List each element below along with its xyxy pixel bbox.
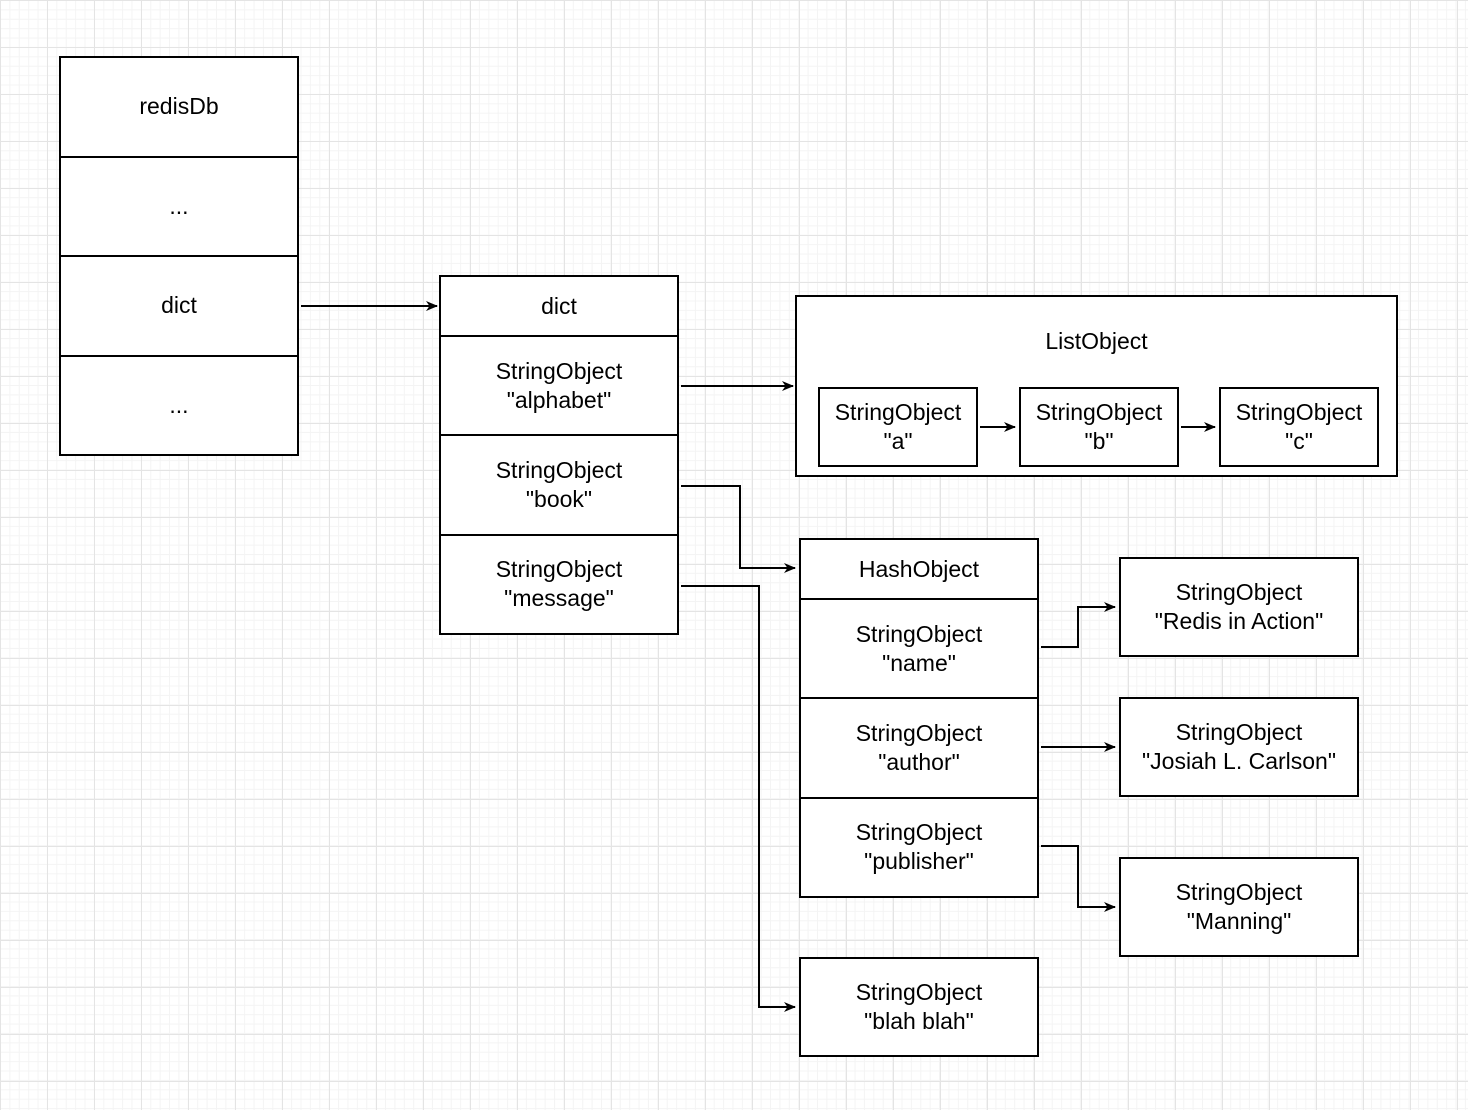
- hashobject-name-type-label: StringObject: [855, 620, 983, 647]
- node-hashobject[interactable]: HashObject StringObject "name" StringObj…: [799, 538, 1039, 898]
- dict-title-label: dict: [541, 292, 577, 319]
- dict-alphabet-type-label: StringObject: [495, 357, 623, 384]
- dict-row-alphabet: StringObject "alphabet": [441, 335, 677, 434]
- connector-book-to-hashobject[interactable]: [681, 485, 796, 573]
- dict-row-message: StringObject "message": [441, 533, 677, 633]
- hashobject-publisher-value-label: "publisher": [864, 848, 974, 875]
- redisdb-ellipsis-top-label: ...: [169, 192, 189, 219]
- manning-type-label: StringObject: [1175, 879, 1303, 905]
- node-listobject-item-b[interactable]: StringObject "b": [1019, 387, 1179, 467]
- item-b-type-label: StringObject: [1035, 399, 1163, 425]
- connector-message-to-blahblah[interactable]: [681, 585, 796, 1012]
- redisdb-dict-label: dict: [161, 292, 197, 319]
- hashobject-row-name: StringObject "name": [801, 598, 1037, 697]
- dict-row-title: dict: [441, 277, 677, 335]
- hashobject-name-value-label: "name": [882, 649, 956, 676]
- redisdb-row-ellipsis-bottom: ...: [61, 354, 297, 455]
- hashobject-author-type-label: StringObject: [855, 719, 983, 746]
- dict-book-value-label: "book": [525, 485, 593, 512]
- item-c-type-label: StringObject: [1235, 399, 1363, 425]
- hashobject-row-publisher: StringObject "publisher": [801, 796, 1037, 896]
- redisdb-row-title: redisDb: [61, 58, 297, 156]
- redisdb-title-label: redisDb: [139, 93, 219, 120]
- node-string-josiah-carlson[interactable]: StringObject "Josiah L. Carlson": [1119, 697, 1359, 797]
- hashobject-row-title: HashObject: [801, 540, 1037, 598]
- item-a-type-label: StringObject: [834, 399, 962, 425]
- hashobject-title-label: HashObject: [858, 555, 980, 582]
- blah-blah-type-label: StringObject: [855, 979, 983, 1005]
- item-c-value-label: "c": [1285, 428, 1313, 454]
- josiah-carlson-type-label: StringObject: [1175, 719, 1303, 745]
- redis-in-action-value-label: "Redis in Action": [1154, 608, 1324, 634]
- redisdb-row-dict: dict: [61, 255, 297, 355]
- node-string-blah-blah[interactable]: StringObject "blah blah": [799, 957, 1039, 1057]
- node-listobject-item-a[interactable]: StringObject "a": [818, 387, 978, 467]
- hashobject-author-value-label: "author": [878, 748, 960, 775]
- node-string-redis-in-action[interactable]: StringObject "Redis in Action": [1119, 557, 1359, 657]
- dict-alphabet-value-label: "alphabet": [506, 386, 612, 413]
- node-listobject[interactable]: ListObject StringObject "a" StringObject…: [795, 295, 1398, 477]
- node-string-manning[interactable]: StringObject "Manning": [1119, 857, 1359, 957]
- hashobject-row-author: StringObject "author": [801, 697, 1037, 796]
- node-listobject-item-c[interactable]: StringObject "c": [1219, 387, 1379, 467]
- listobject-title-row: ListObject: [797, 297, 1396, 385]
- dict-row-book: StringObject "book": [441, 434, 677, 533]
- item-b-value-label: "b": [1084, 428, 1114, 454]
- node-dict[interactable]: dict StringObject "alphabet" StringObjec…: [439, 275, 679, 635]
- node-redisdb[interactable]: redisDb ... dict ...: [59, 56, 299, 456]
- dict-book-type-label: StringObject: [495, 456, 623, 483]
- blah-blah-value-label: "blah blah": [864, 1008, 974, 1034]
- item-a-value-label: "a": [883, 428, 913, 454]
- connector-publisher-to-manning[interactable]: [1041, 845, 1116, 912]
- dict-message-value-label: "message": [504, 585, 614, 612]
- redis-in-action-type-label: StringObject: [1175, 579, 1303, 605]
- redisdb-row-ellipsis-top: ...: [61, 155, 297, 256]
- manning-value-label: "Manning": [1186, 908, 1292, 934]
- listobject-title-label: ListObject: [1045, 327, 1148, 354]
- hashobject-publisher-type-label: StringObject: [855, 819, 983, 846]
- josiah-carlson-value-label: "Josiah L. Carlson": [1141, 748, 1337, 774]
- dict-message-type-label: StringObject: [495, 556, 623, 583]
- redisdb-ellipsis-bottom-label: ...: [169, 391, 189, 418]
- connector-name-to-redis-in-action[interactable]: [1041, 602, 1116, 648]
